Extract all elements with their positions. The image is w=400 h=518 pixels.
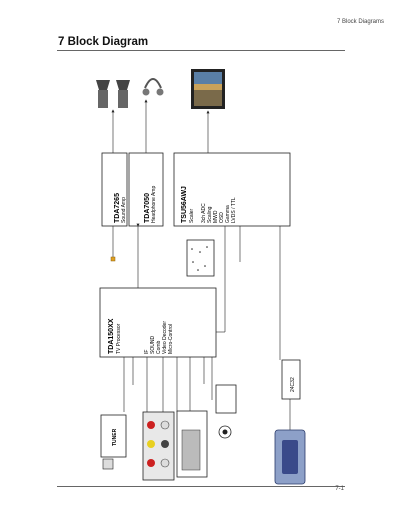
scaler-feature: 3ch ADC: [201, 203, 207, 223]
connections: [111, 99, 291, 430]
scart-connector: [176, 410, 208, 478]
ir-sensor-icon: [110, 256, 116, 262]
scaler-feature: OSD: [219, 212, 225, 223]
tv-processor-feature: Video Decoder: [162, 321, 168, 354]
headphone-icon: [142, 78, 164, 96]
eeprom-label: 24C32: [290, 377, 296, 392]
scaler-name: TSU56AWJ: [181, 186, 188, 223]
tv-processor-feature: IF: [144, 350, 150, 354]
page-number: 7-1: [335, 486, 344, 492]
section-header: 7 Block Diagrams: [336, 19, 384, 25]
scaler-feature: Gamma: [225, 205, 231, 223]
eeprom-block: [281, 359, 301, 400]
tv-processor-feature: Comb: [156, 340, 162, 354]
scaler-block: [173, 152, 291, 227]
tv-processor-name: TDA150XX: [108, 318, 115, 354]
sound-amp-block: [101, 152, 128, 227]
headphone-amp-name: TDA7050: [144, 193, 151, 223]
headphone-amp-block: [128, 152, 164, 227]
vga-connector: [274, 429, 306, 485]
memory-block: [186, 239, 215, 277]
title-rule: [57, 50, 345, 51]
tv-processor-feature: SOUND: [150, 336, 156, 354]
scaler-feature: LVDS / TTL: [231, 197, 237, 223]
footer-rule: [57, 486, 345, 487]
lcd-panel-image: [191, 69, 225, 109]
tv-processor-feature: Micro-Control: [168, 324, 174, 354]
sound-amp-name: TDA7265: [114, 193, 121, 223]
tuner-label: TUNER: [112, 428, 118, 446]
sound-amp-desc: Sound Amp: [121, 197, 127, 223]
scaler-feature: Scaling: [207, 206, 213, 223]
tuner-block: [100, 414, 127, 470]
headphone-amp-desc: Headphone Amp: [151, 186, 157, 223]
tv-processor-block: [99, 287, 217, 358]
audio-in-block: [215, 384, 237, 439]
scaler-desc: Scaler: [189, 208, 195, 223]
page-title: 7 Block Diagram: [58, 36, 149, 48]
speaker-icon: [96, 80, 130, 108]
tv-processor-desc: TV Processor: [116, 323, 122, 354]
scaler-feature: MWD: [213, 210, 219, 223]
av-jack-panel: [142, 411, 175, 481]
